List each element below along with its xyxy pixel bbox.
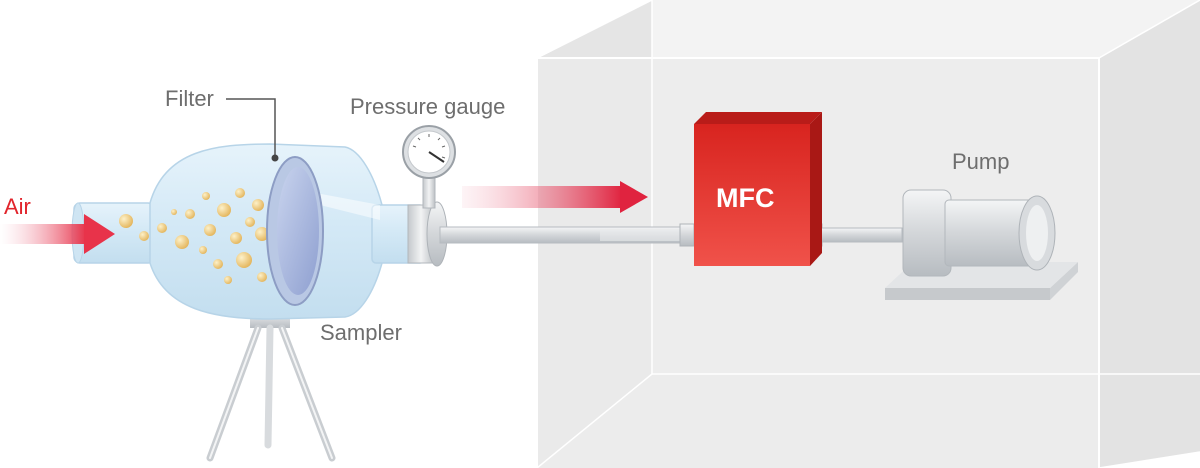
filter-leader-dot (271, 154, 279, 162)
filter-leader-line (226, 98, 276, 158)
mfc-label: MFC (716, 183, 775, 213)
particles (119, 188, 269, 284)
sampler-label: Sampler (320, 320, 402, 345)
pump-label: Pump (952, 149, 1010, 174)
filter-disk (266, 156, 324, 306)
flow-arrow (462, 181, 648, 213)
pressure-gauge (402, 125, 456, 209)
pump (885, 189, 1078, 300)
filter-label: Filter (165, 86, 214, 111)
air-label: Air (4, 194, 31, 219)
mfc-block (694, 112, 822, 266)
air-inlet-arrow (0, 214, 115, 254)
pressure-gauge-label: Pressure gauge (350, 94, 506, 119)
tripod (206, 312, 336, 462)
